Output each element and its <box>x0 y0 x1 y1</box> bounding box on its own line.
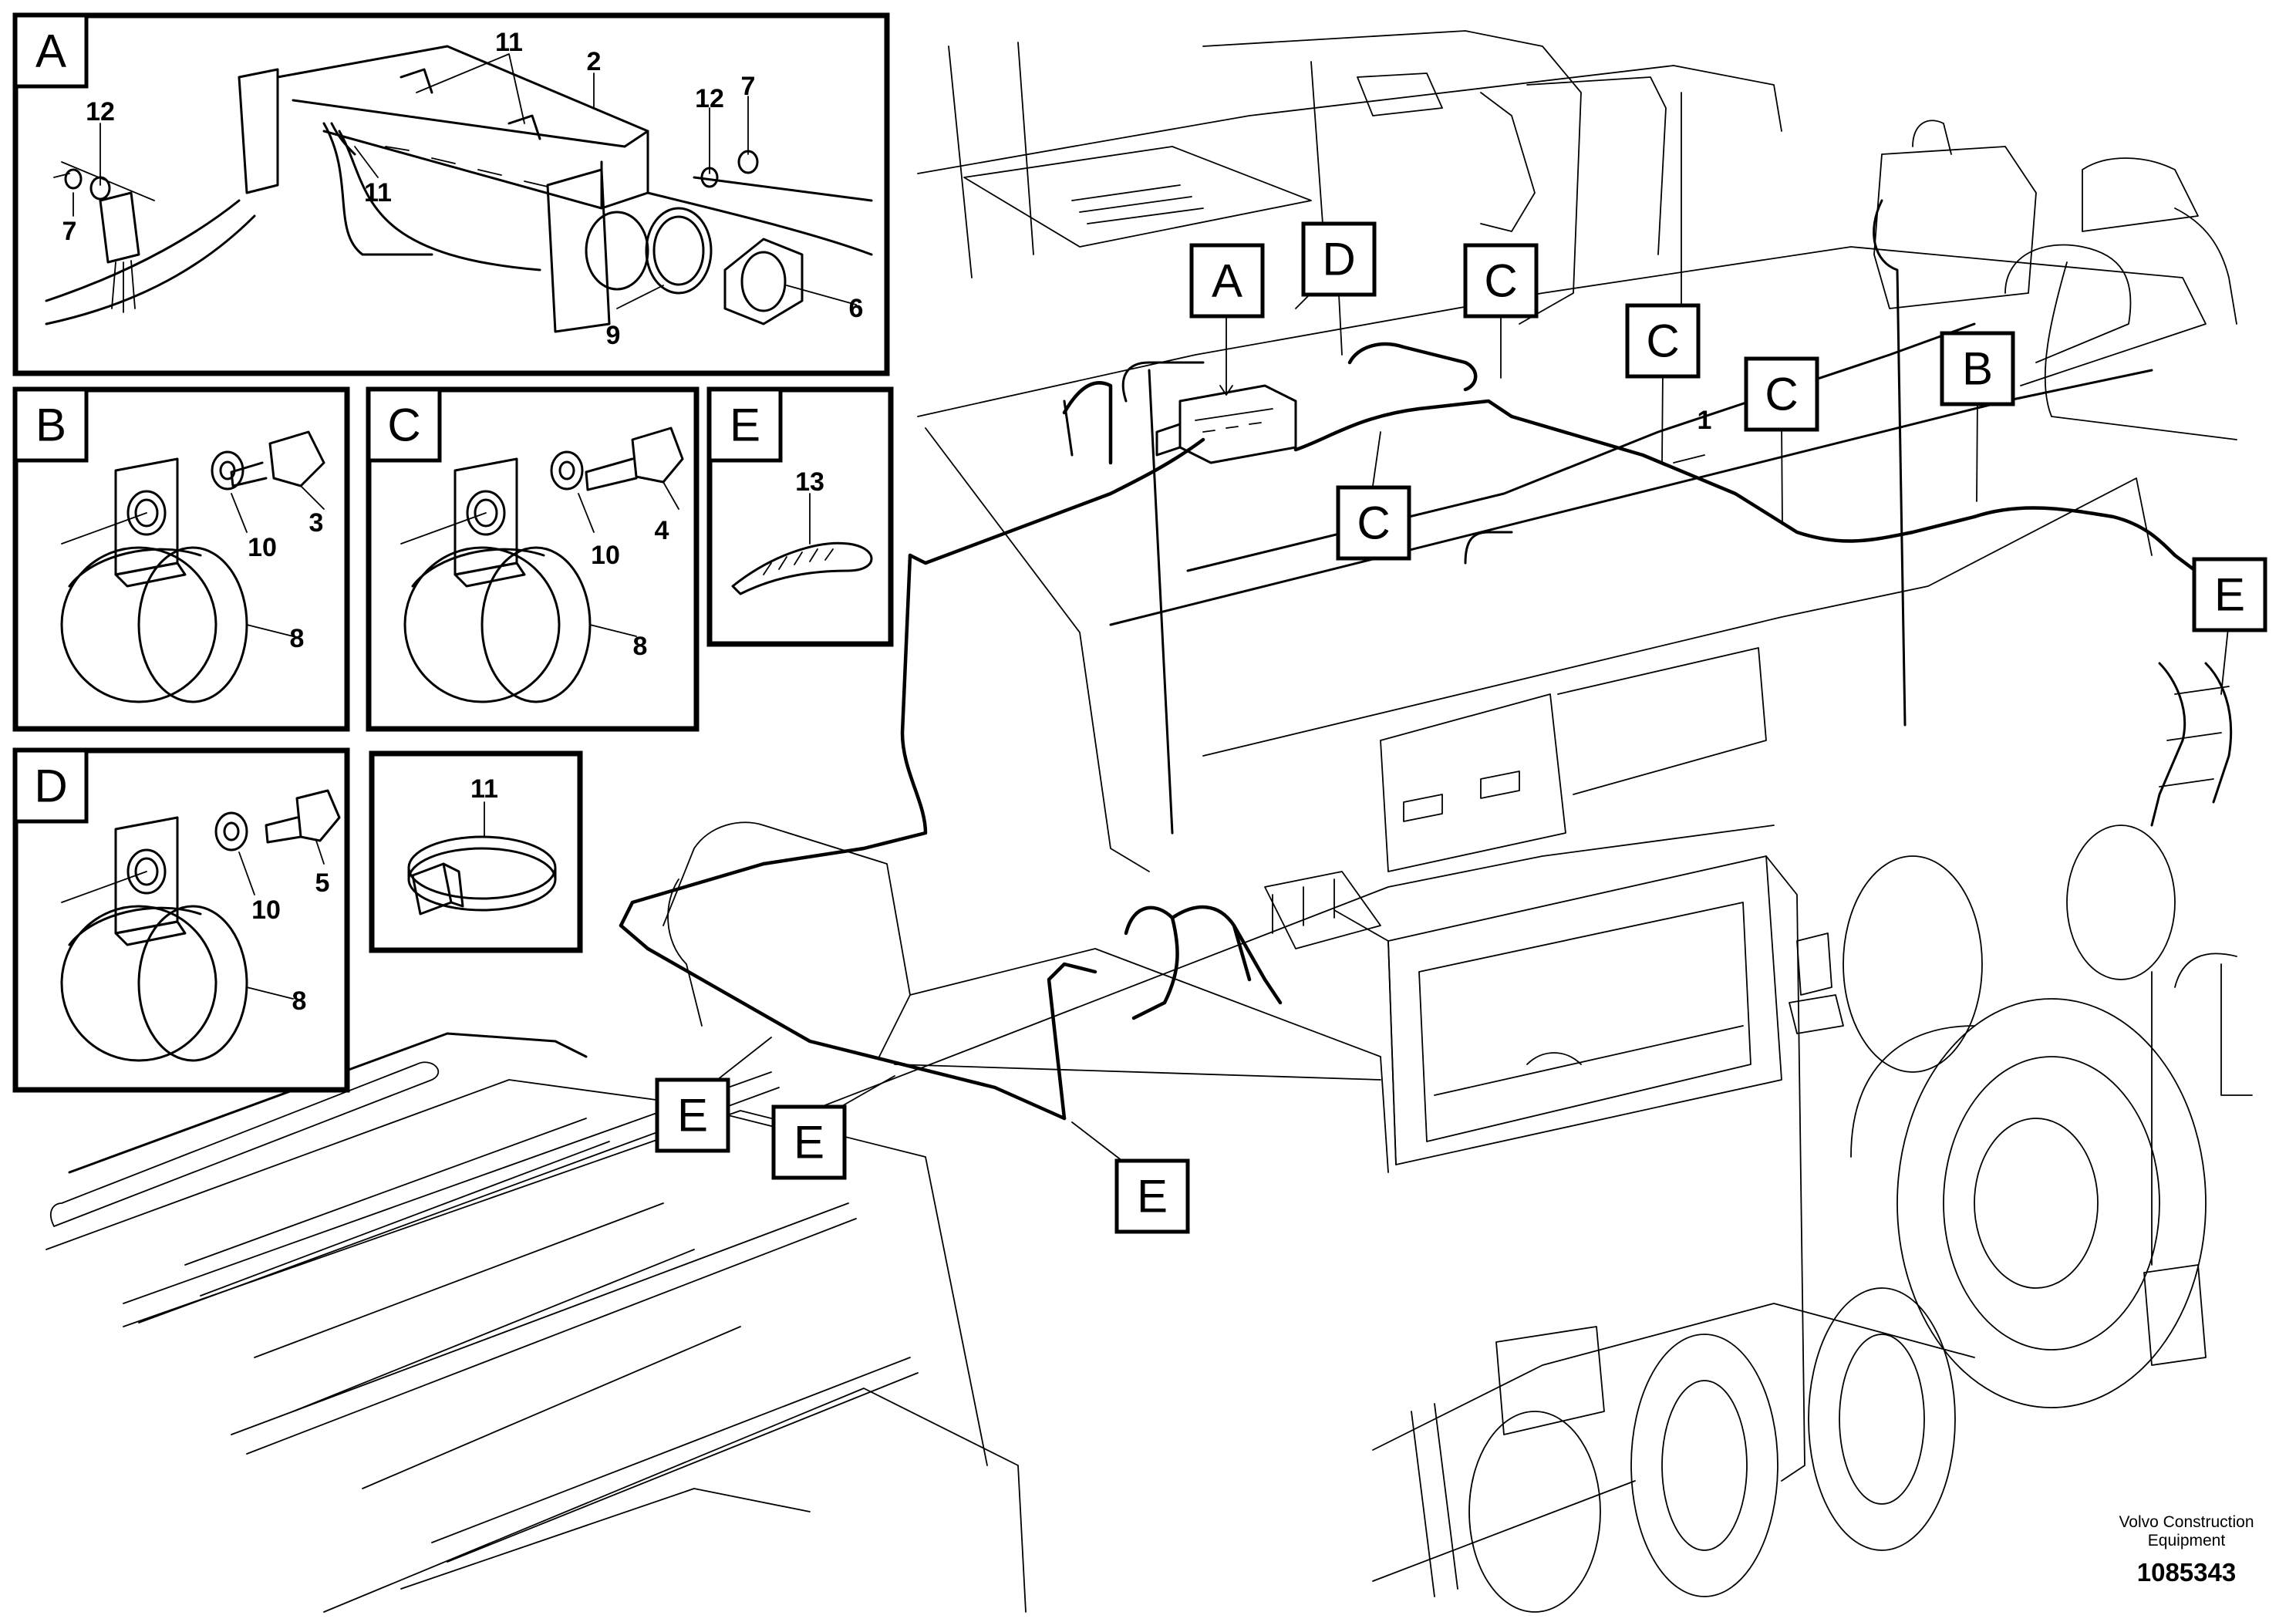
document-number: 1085343 <box>2137 1558 2236 1587</box>
panel-B-label: B <box>35 400 66 451</box>
brand-line-1: Volvo Construction <box>2119 1513 2254 1531</box>
callout-E-lower: E <box>1137 1171 1168 1222</box>
track-wheels <box>1372 824 2207 1613</box>
panel-D-label: D <box>34 760 67 812</box>
callout-B: B <box>1962 343 1993 395</box>
panel-A-part-9: 9 <box>606 321 621 350</box>
panel-D-part-10: 10 <box>251 895 281 925</box>
clamp-part-11: 11 <box>470 774 498 804</box>
main-part-1: 1 <box>1698 406 1712 435</box>
panel-B-part-8: 8 <box>290 624 305 653</box>
panel-A-part-7-right: 7 <box>741 72 756 101</box>
detail-panel-B: B 10 3 8 <box>12 386 350 732</box>
footer: Volvo Construction Equipment 1085343 <box>2119 1513 2254 1587</box>
panel-C-part-4: 4 <box>655 516 669 545</box>
callout-E-middle: E <box>794 1117 824 1168</box>
panel-A-part-11-top: 11 <box>495 28 523 57</box>
panel-D-part-5: 5 <box>315 868 330 898</box>
machine-illustration <box>46 30 2253 1613</box>
panel-B-part-10: 10 <box>248 533 277 562</box>
panel-A-part-2: 2 <box>587 47 602 76</box>
detail-panel-D: D 10 5 8 <box>12 747 350 1093</box>
panel-B-part-3: 3 <box>309 508 324 538</box>
callout-E-left: E <box>677 1090 708 1141</box>
panel-A-part-11-bottom: 11 <box>364 178 392 207</box>
callout-C-1: C <box>1484 255 1517 307</box>
cable-harness <box>619 342 2239 1121</box>
detail-panel-C: C 10 4 8 <box>366 386 700 732</box>
panel-A-part-12-left: 12 <box>86 97 115 126</box>
detail-panel-clamp-11: 11 <box>369 750 583 953</box>
panel-A-part-12-right: 12 <box>695 84 724 113</box>
callout-C-3: C <box>1765 369 1798 420</box>
callout-leaders <box>716 294 2230 1162</box>
panel-E-part-13: 13 <box>795 467 824 497</box>
detail-panel-A: A 11 <box>12 12 890 376</box>
panel-C-part-8: 8 <box>633 632 648 661</box>
panel-A-label: A <box>35 25 66 77</box>
callout-D: D <box>1322 234 1355 285</box>
panel-A-part-6: 6 <box>849 294 864 323</box>
callout-C-2: C <box>1646 315 1679 367</box>
panel-C-label: C <box>387 400 420 451</box>
panel-C-part-10: 10 <box>591 541 620 570</box>
brand-line-2: Equipment <box>2148 1532 2226 1549</box>
callout-A: A <box>1212 255 1242 307</box>
panel-D-part-8: 8 <box>292 986 307 1016</box>
panel-E-label: E <box>730 400 760 451</box>
detail-panel-E: E 13 <box>706 386 894 647</box>
panel-A-part-7-left: 7 <box>62 217 77 246</box>
callout-C-4: C <box>1357 497 1390 549</box>
callout-tags: A D C C C C B E E E E <box>655 221 2267 1234</box>
callout-E-right: E <box>2214 569 2245 621</box>
